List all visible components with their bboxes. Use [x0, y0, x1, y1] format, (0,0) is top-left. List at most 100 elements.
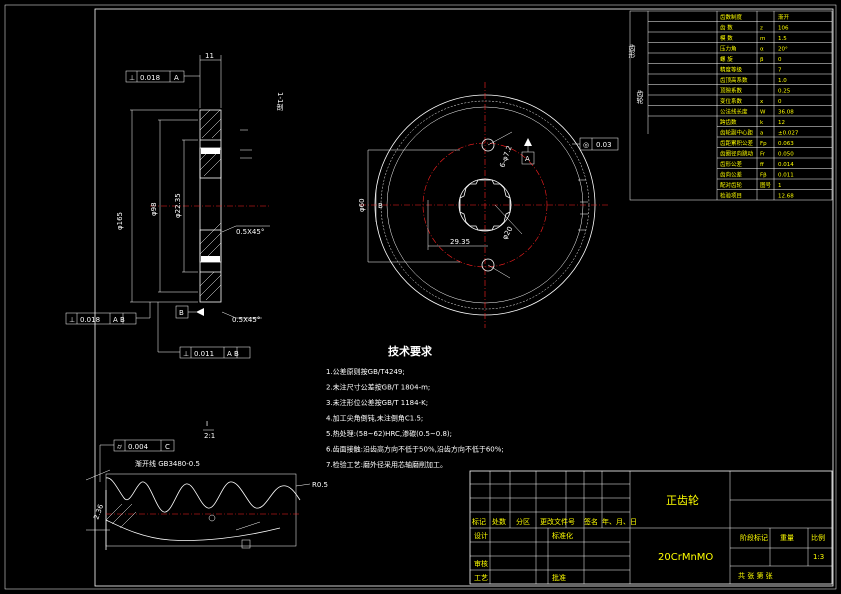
- dim-spline: φ20: [501, 225, 515, 241]
- label-stage: 阶段标记: [740, 533, 768, 542]
- dim-d2: φ98: [150, 202, 158, 216]
- tech-item: 2.未注尺寸公差按GB/T 1804-m;: [326, 383, 430, 392]
- param-label: 齿向公差: [720, 170, 743, 178]
- dim-pcd: φ60: [358, 198, 366, 212]
- datum-b-label: B: [179, 309, 184, 317]
- tol2-val: 0.018: [80, 316, 100, 324]
- scale-value: 1:3: [813, 553, 824, 561]
- tol3-datum: A B: [227, 350, 239, 358]
- param-label: 齿距累积公差: [720, 139, 754, 147]
- label-sheets: 共 张 第 张: [738, 571, 773, 580]
- tol3-sym: ⊥: [183, 350, 189, 358]
- param-value: 1: [778, 183, 782, 189]
- material: 20CrMnMO: [658, 552, 713, 563]
- outer-frame: [4, 4, 837, 590]
- tol-frame-5: ⌭ 0.004 C: [113, 439, 175, 452]
- label-weight: 重量: [780, 534, 794, 542]
- tech-item: 3.未注形位公差按GB/T 1184-K;: [326, 398, 428, 407]
- param-symbol: β: [760, 57, 764, 63]
- param-label: 配对齿轮: [720, 181, 743, 189]
- param-value: 0.25: [778, 88, 791, 94]
- label-check: 审核: [474, 559, 488, 568]
- param-value: 106: [778, 25, 789, 31]
- tech-list: 1.公差原则按GB/T4249; 2.未注尺寸公差按GB/T 1804-m; 3.未…: [326, 367, 504, 469]
- param-value: ±0.027: [778, 130, 799, 136]
- param-value: 7: [778, 67, 782, 73]
- param-symbol: W: [760, 109, 766, 115]
- param-value: 1.0: [778, 78, 787, 84]
- label-date: 年、月、日: [602, 517, 637, 526]
- param-symbol: 图号: [760, 181, 772, 189]
- param-value: 36.08: [778, 109, 794, 115]
- param-label: 模 数: [720, 34, 733, 42]
- param-label: 精度等级: [720, 65, 743, 73]
- param-symbol: m: [760, 36, 765, 42]
- title-block: 正齿轮 20CrMnMO 标记 处数 分区 更改文件号 签名 年、月、日 设计 …: [469, 470, 833, 585]
- param-value: 12: [778, 120, 785, 126]
- side-label-2: 齿轮: [636, 90, 644, 105]
- tech-item: 5.热处理:(58~62)HRC,渗碳(0.5~0.8);: [326, 429, 452, 438]
- param-symbol: a: [760, 130, 763, 136]
- tol3-val: 0.011: [194, 350, 214, 358]
- param-value: 12.68: [778, 193, 794, 199]
- tol-frame-2: ⊥ 0.018 A B: [65, 312, 137, 325]
- param-label: 齿圈径向跳动: [720, 149, 754, 157]
- tol5-val: 0.004: [128, 443, 149, 451]
- param-value: 0.063: [778, 141, 794, 147]
- label-std: 标准化: [552, 531, 573, 540]
- param-symbol: Fβ: [760, 172, 767, 178]
- section-view-label: 1-1剖: [276, 92, 284, 112]
- param-label: 检验项目: [720, 191, 742, 199]
- param-label: 齿形公差: [720, 160, 743, 168]
- tech-item: 4.加工尖角倒钝,未注倒角C1.5;: [326, 414, 423, 423]
- param-label: 齿顶高系数: [720, 76, 748, 84]
- tech-item: 7.检验工艺:磨外径采用芯轴磨削加工。: [326, 460, 447, 469]
- tol2-datum: A B: [113, 316, 125, 324]
- param-symbol: α: [760, 46, 764, 52]
- param-symbol: z: [760, 25, 763, 31]
- param-value: 0.011: [778, 172, 794, 178]
- label-count: 处数: [492, 517, 506, 526]
- param-label: 变位系数: [720, 97, 743, 105]
- tech-item: 1.公差原则按GB/T4249;: [326, 367, 405, 376]
- dim-d1: φ165: [116, 212, 124, 230]
- param-symbol: k: [760, 120, 764, 126]
- datum-a-label: A: [525, 155, 530, 163]
- param-label: 齿轮副中心距: [720, 128, 754, 136]
- tol5-sym: ⌭: [117, 443, 122, 451]
- label-ratio: 比例: [811, 533, 825, 542]
- param-label: 压力角: [720, 44, 737, 52]
- param-value: 0.050: [778, 151, 794, 157]
- param-value: 0: [778, 99, 782, 105]
- tech-title: 技术要求: [388, 344, 433, 358]
- label-mark: 标记: [472, 517, 486, 526]
- param-symbol: x: [760, 99, 764, 105]
- param-symbol: ff: [760, 162, 764, 168]
- part-name: 正齿轮: [666, 493, 699, 507]
- param-value: 渐开: [778, 13, 790, 21]
- dim-fillet: R0.5: [312, 481, 328, 489]
- detail-scale: 2:1: [204, 432, 215, 440]
- tol4-val: 0.03: [596, 141, 612, 149]
- dim-chamfer1: 0.5X45°: [236, 228, 264, 236]
- tol2-sym: ⊥: [69, 316, 75, 324]
- dim-hole: 6-φ7.2: [498, 145, 513, 169]
- tech-item: 6.齿面接触:沿齿高方向不低于50%,沿齿方向不低于60%;: [326, 445, 504, 454]
- section-view: 1-1剖 11 φ165: [116, 52, 284, 324]
- label-approve: 批准: [552, 573, 566, 582]
- param-value: 0: [778, 57, 782, 63]
- dim-tooth: 2.36: [92, 503, 105, 521]
- datum-b-box: B: [175, 305, 204, 319]
- dim-chamfer2: 0.5X45°: [232, 316, 260, 324]
- label-sign: 签名: [584, 517, 598, 526]
- param-label: 齿数制度: [720, 13, 743, 21]
- dim-d3: φ22.35: [174, 193, 182, 218]
- param-value: 1.5: [778, 36, 787, 42]
- tol-frame-4: ◎ 0.03: [579, 137, 619, 151]
- label-doc: 更改文件号: [540, 517, 575, 526]
- side-label-1: 齿形: [628, 44, 636, 59]
- dim-wear: 渐开线 GB3480-0.5: [135, 459, 200, 468]
- label-zone: 分区: [516, 517, 530, 526]
- param-label: 齿 数: [720, 23, 733, 31]
- tol1-datum: A: [174, 74, 179, 82]
